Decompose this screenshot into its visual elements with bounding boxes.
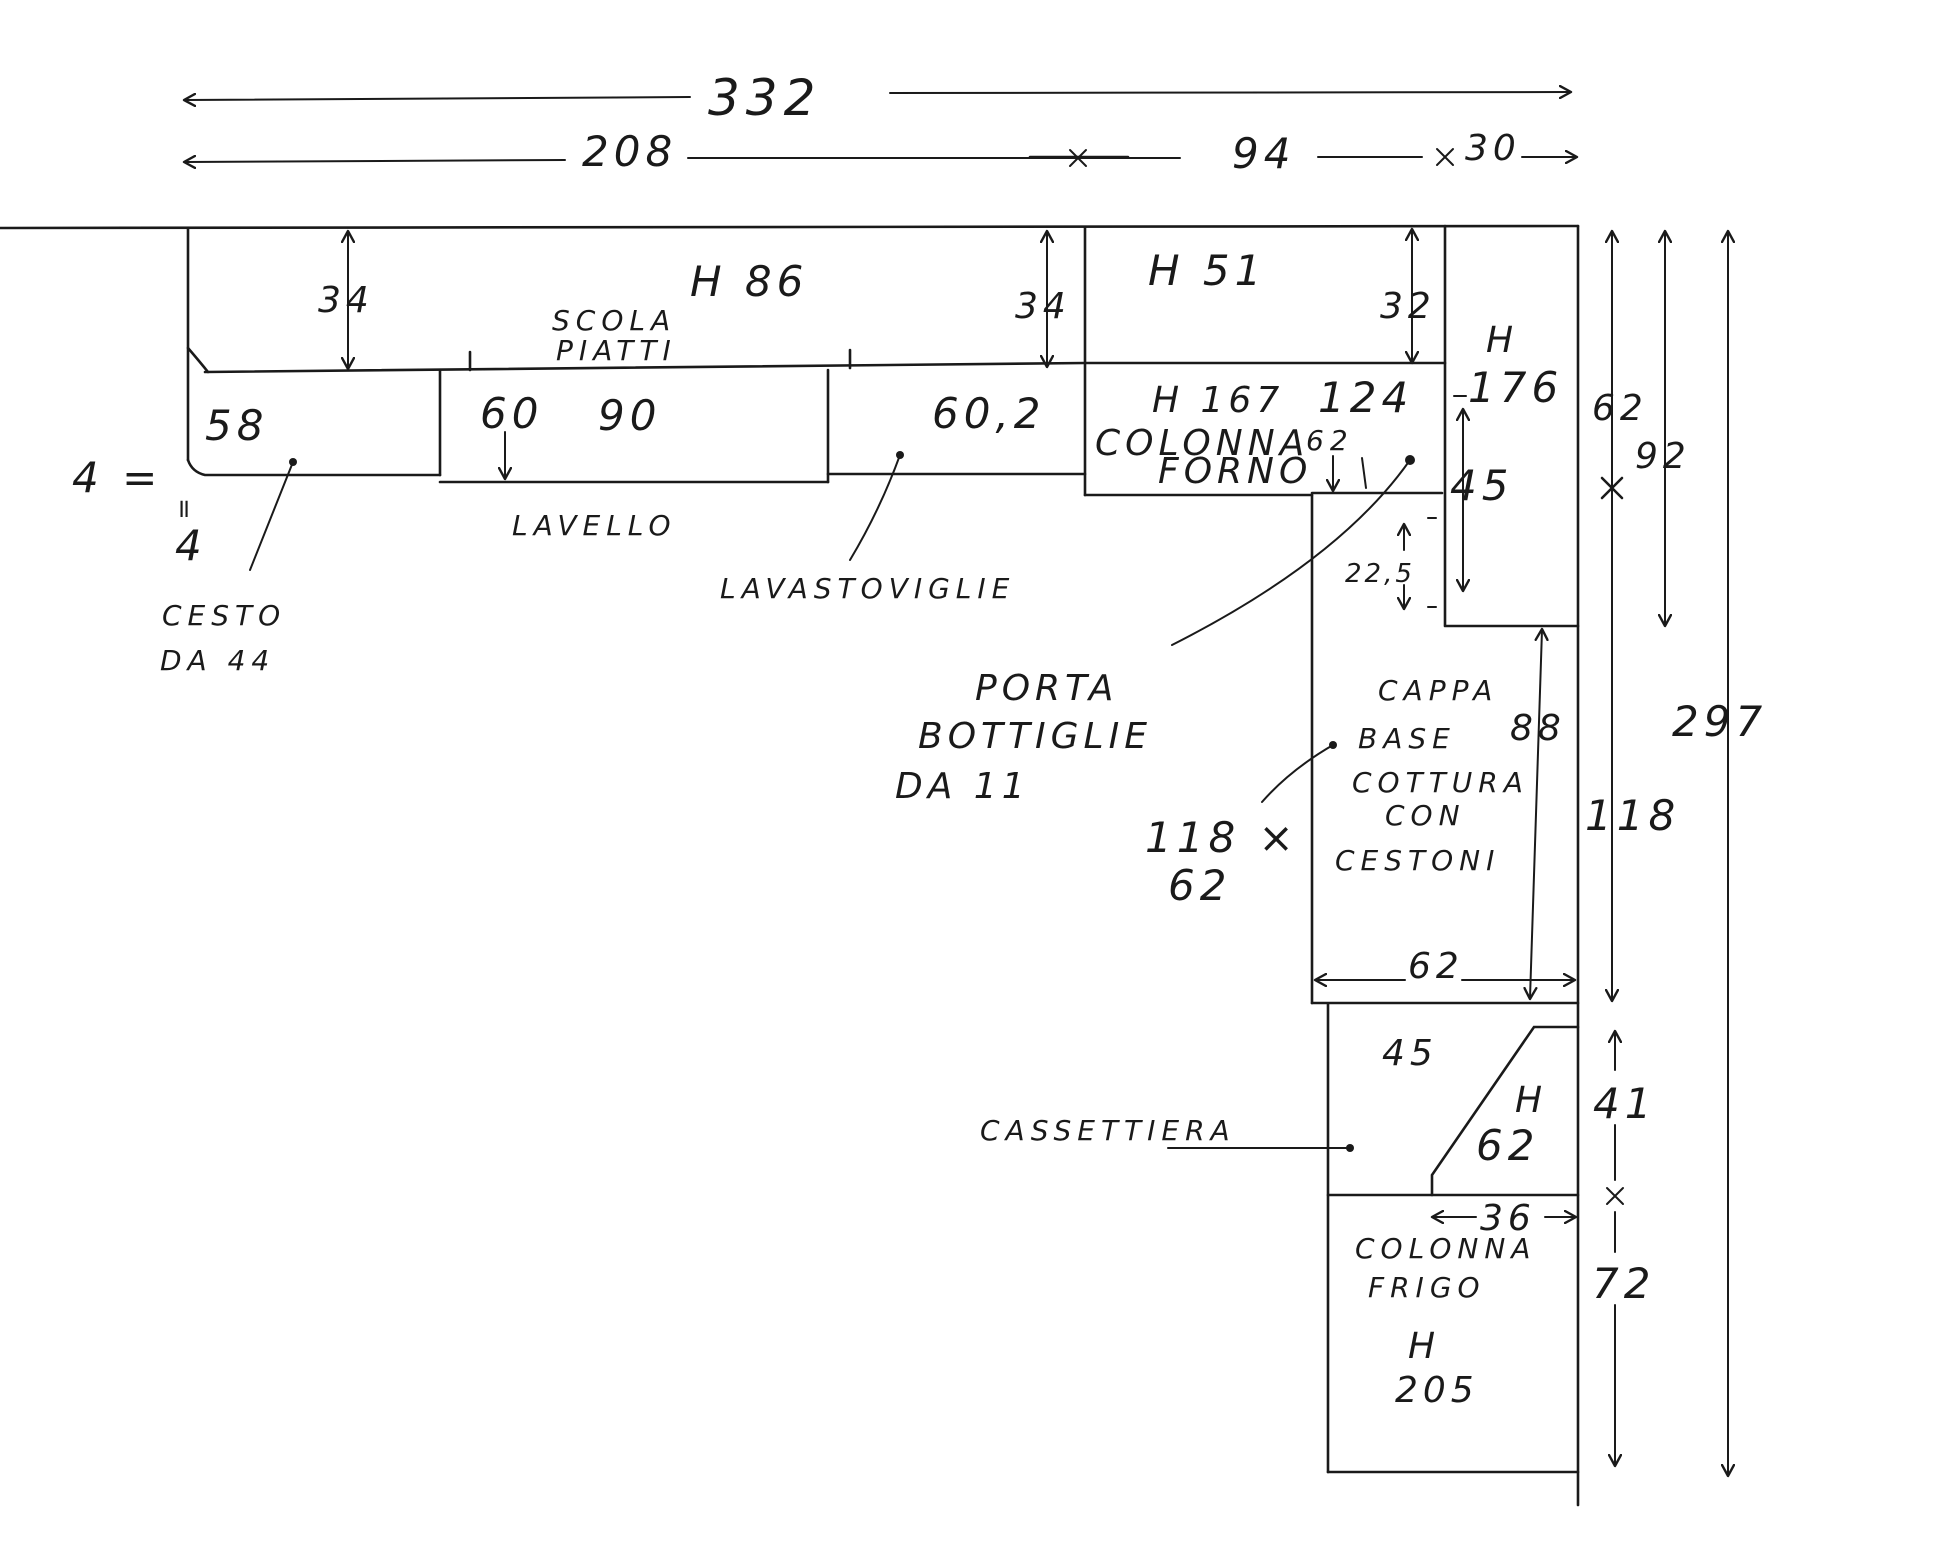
corner-upper-height: H 51 [1148, 246, 1266, 295]
oven-depth-62: 62 [1306, 424, 1354, 457]
frigo-line2: FRIGO [1368, 1271, 1486, 1304]
cesto-label-line1: CESTO [162, 599, 286, 632]
dim-30-label: 30 [1465, 128, 1521, 169]
cesto-label-line2: DA 44 [160, 644, 275, 677]
offset-45-label: 45 [1450, 461, 1513, 510]
oven-width-label: 124 [1318, 373, 1413, 422]
svg-text:41: 41 [1593, 1079, 1656, 1128]
lavastoviglie-width-label: 60,2 [932, 389, 1046, 438]
side-dimension-297: 297 [1672, 232, 1767, 1475]
svg-text:34: 34 [318, 280, 374, 321]
length-41: 41 [1593, 1032, 1656, 1205]
svg-text:62: 62 [1592, 388, 1648, 429]
lavello-label: LAVELLO [512, 509, 677, 542]
length-72: 72 [1592, 1211, 1655, 1465]
porta-label-line3: DA 11 [895, 766, 1030, 807]
cappa-leader [1261, 741, 1337, 803]
svg-text:32: 32 [1380, 286, 1436, 327]
length-118: 118 [1585, 791, 1680, 840]
lavastoviglie-leader [849, 451, 904, 561]
svg-text:72: 72 [1592, 1259, 1655, 1308]
porta-label-line1: PORTA [975, 668, 1118, 709]
dim-208-label: 208 [582, 127, 677, 176]
cassettiera-label: CASSETTIERA [980, 1114, 1236, 1147]
cappa-line1: CAPPA [1378, 674, 1498, 707]
overall-segment-dimensions: 208 94 30 [185, 127, 1576, 178]
base-cabinet-run [186, 368, 1087, 484]
upper-cabinet-run [186, 225, 1087, 497]
cappa-size-b: 62 [1168, 861, 1231, 910]
oven-height-label: H 167 [1152, 380, 1284, 421]
scola-piatti-line1: SCOLA [552, 304, 676, 337]
dim-332-label: 332 [708, 69, 821, 127]
oven-label-line2: FORNO [1158, 451, 1312, 492]
cappa-line4: CON [1385, 799, 1466, 832]
lavello-width-a-label: 60 [480, 389, 543, 438]
svg-text:22,5: 22,5 [1345, 559, 1415, 589]
cesto-width-label: 58 [205, 401, 268, 450]
tall-h-label: H [1486, 320, 1518, 361]
tall-h-value: 176 [1468, 363, 1563, 412]
oven-column-cabinet [1083, 224, 1447, 627]
drawer-width-45: 45 [1382, 1033, 1438, 1074]
svg-text:297: 297 [1672, 697, 1767, 746]
porta-bottiglie-leader [1171, 455, 1415, 646]
side-dimension-92: 92 [1635, 232, 1691, 625]
frigo-line1: COLONNA [1355, 1232, 1536, 1265]
cooktop-base-cabinet [1310, 493, 1580, 1005]
left-offset-equals: = [169, 498, 199, 523]
scola-piatti-line2: PIATTI [556, 334, 677, 367]
depth-34-left: 34 [318, 232, 374, 368]
drawer-cabinet [1326, 1002, 1580, 1474]
drawer-h-value: 62 [1476, 1121, 1539, 1170]
depth-36: 36 [1433, 1198, 1575, 1239]
svg-text:36: 36 [1480, 1198, 1536, 1239]
oven-label-line1: COLONNA [1095, 423, 1309, 464]
depth-88: 88 [1510, 630, 1566, 998]
lavello-width-b-label: 90 [598, 391, 661, 440]
upper-height-label: H 86 [690, 257, 808, 306]
dim-94-label: 94 [1232, 129, 1295, 178]
cassettiera-leader [1167, 1144, 1354, 1152]
frigo-h-label: H [1408, 1326, 1440, 1367]
side-dimension-62: 62 [1592, 232, 1648, 1000]
cappa-line5: CESTONI [1335, 844, 1500, 877]
svg-text:34: 34 [1015, 286, 1071, 327]
depth-32: 32 [1380, 230, 1436, 362]
svg-text:92: 92 [1635, 436, 1691, 477]
cappa-line2: BASE [1358, 722, 1456, 755]
width-62: 62 [1316, 946, 1574, 987]
offset-225: 22,5 [1345, 517, 1437, 608]
cesto-leader [249, 458, 297, 571]
porta-label-line2: BOTTIGLIE [918, 716, 1152, 757]
overall-dimension-332: 332 [185, 69, 1570, 127]
left-offset-label: 4 = [72, 453, 162, 502]
left-offset-value: 4 [175, 521, 207, 570]
back-wall-line [0, 224, 1580, 230]
depth-34-right: 34 [1015, 232, 1071, 366]
svg-text:88: 88 [1510, 708, 1566, 749]
cappa-line3: COTTURA [1352, 766, 1529, 799]
frigo-h-value: 205 [1395, 1370, 1479, 1411]
drawer-h-label: H [1515, 1080, 1547, 1121]
cappa-size-a: 118 × [1145, 813, 1299, 862]
lavastoviglie-label: LAVASTOVIGLIE [720, 572, 1015, 605]
svg-text:62: 62 [1408, 946, 1464, 987]
